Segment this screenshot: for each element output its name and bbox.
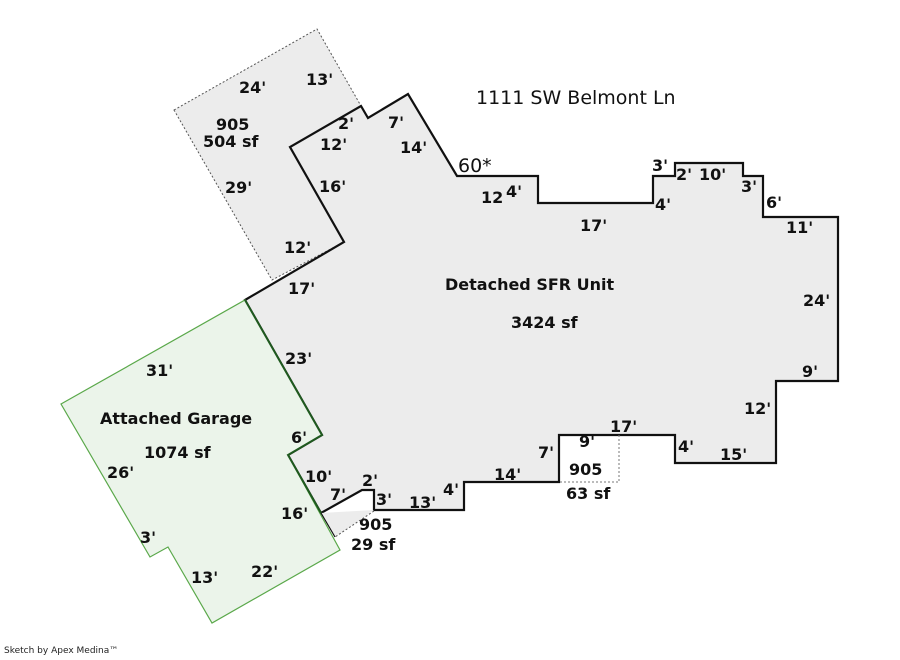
dimension-label: 2' (338, 114, 354, 133)
garage-area-name: Attached Garage (100, 409, 252, 428)
dimension-label: 16' (281, 504, 308, 523)
dimension-label: 11' (786, 218, 813, 237)
dimension-label: 2' (676, 165, 692, 184)
dimension-label: 2' (362, 471, 378, 490)
dimension-label: 14' (494, 465, 521, 484)
dimension-label: 3' (741, 177, 757, 196)
dimension-label: 12' (744, 399, 771, 418)
dimension-label: 22' (251, 562, 278, 581)
dimension-label: 23' (285, 349, 312, 368)
addition-right-code: 905 (569, 460, 602, 479)
addition-29sf-region (321, 510, 374, 537)
dimension-label: 4' (443, 480, 459, 499)
dimension-label: 13' (306, 70, 333, 89)
dimension-label: 14' (400, 138, 427, 157)
dimension-label: 6' (291, 428, 307, 447)
dimension-label: 12 (481, 188, 503, 207)
garage-edge (320, 512, 336, 538)
dimension-label: 13' (409, 493, 436, 512)
garage-area-size: 1074 sf (144, 443, 212, 462)
dimension-label: 9' (579, 432, 595, 451)
dimension-label: 3' (140, 528, 156, 547)
dimension-label: 12' (284, 238, 311, 257)
dimension-label: 13' (191, 568, 218, 587)
addition-top-size: 504 sf (203, 132, 259, 151)
dimension-label: 4' (655, 195, 671, 214)
dimension-label: 31' (146, 361, 173, 380)
dimension-label: 10' (699, 165, 726, 184)
dimension-label: 17' (610, 417, 637, 436)
addition-right-size: 63 sf (566, 484, 611, 503)
address-label: 1111 SW Belmont Ln (476, 87, 676, 109)
main-house-outline (243, 92, 840, 515)
angle-label: 60* (458, 155, 492, 177)
dimension-label: 17' (580, 216, 607, 235)
sketch-credit: Sketch by Apex Medina™ (4, 646, 119, 656)
dimension-label: 15' (720, 445, 747, 464)
addition-top-code: 905 (216, 115, 249, 134)
dimension-label: 7' (330, 485, 346, 504)
garage-shared-wall (244, 299, 324, 514)
addition-small-size: 29 sf (351, 535, 396, 554)
main-area-size: 3424 sf (511, 313, 579, 332)
addition-small-code: 905 (359, 515, 392, 534)
dimension-label: 24' (239, 78, 266, 97)
main-area-name: Detached SFR Unit (445, 275, 615, 294)
dimension-label: 7' (388, 113, 404, 132)
dimension-label: 6' (766, 193, 782, 212)
dimension-label: 26' (107, 463, 134, 482)
dimension-label: 4' (678, 437, 694, 456)
dimension-label: 24' (803, 291, 830, 310)
dimension-label: 3' (652, 156, 668, 175)
dimension-label: 9' (802, 362, 818, 381)
addition-504sf-region (173, 28, 362, 281)
dimension-label: 7' (538, 443, 554, 462)
dimension-label: 3' (376, 490, 392, 509)
dimension-label: 12' (320, 135, 347, 154)
dimension-label: 4' (506, 182, 522, 201)
dimension-label: 10' (305, 467, 332, 486)
dimension-label: 29' (225, 178, 252, 197)
dimension-label: 16' (319, 177, 346, 196)
dimension-label: 17' (288, 279, 315, 298)
